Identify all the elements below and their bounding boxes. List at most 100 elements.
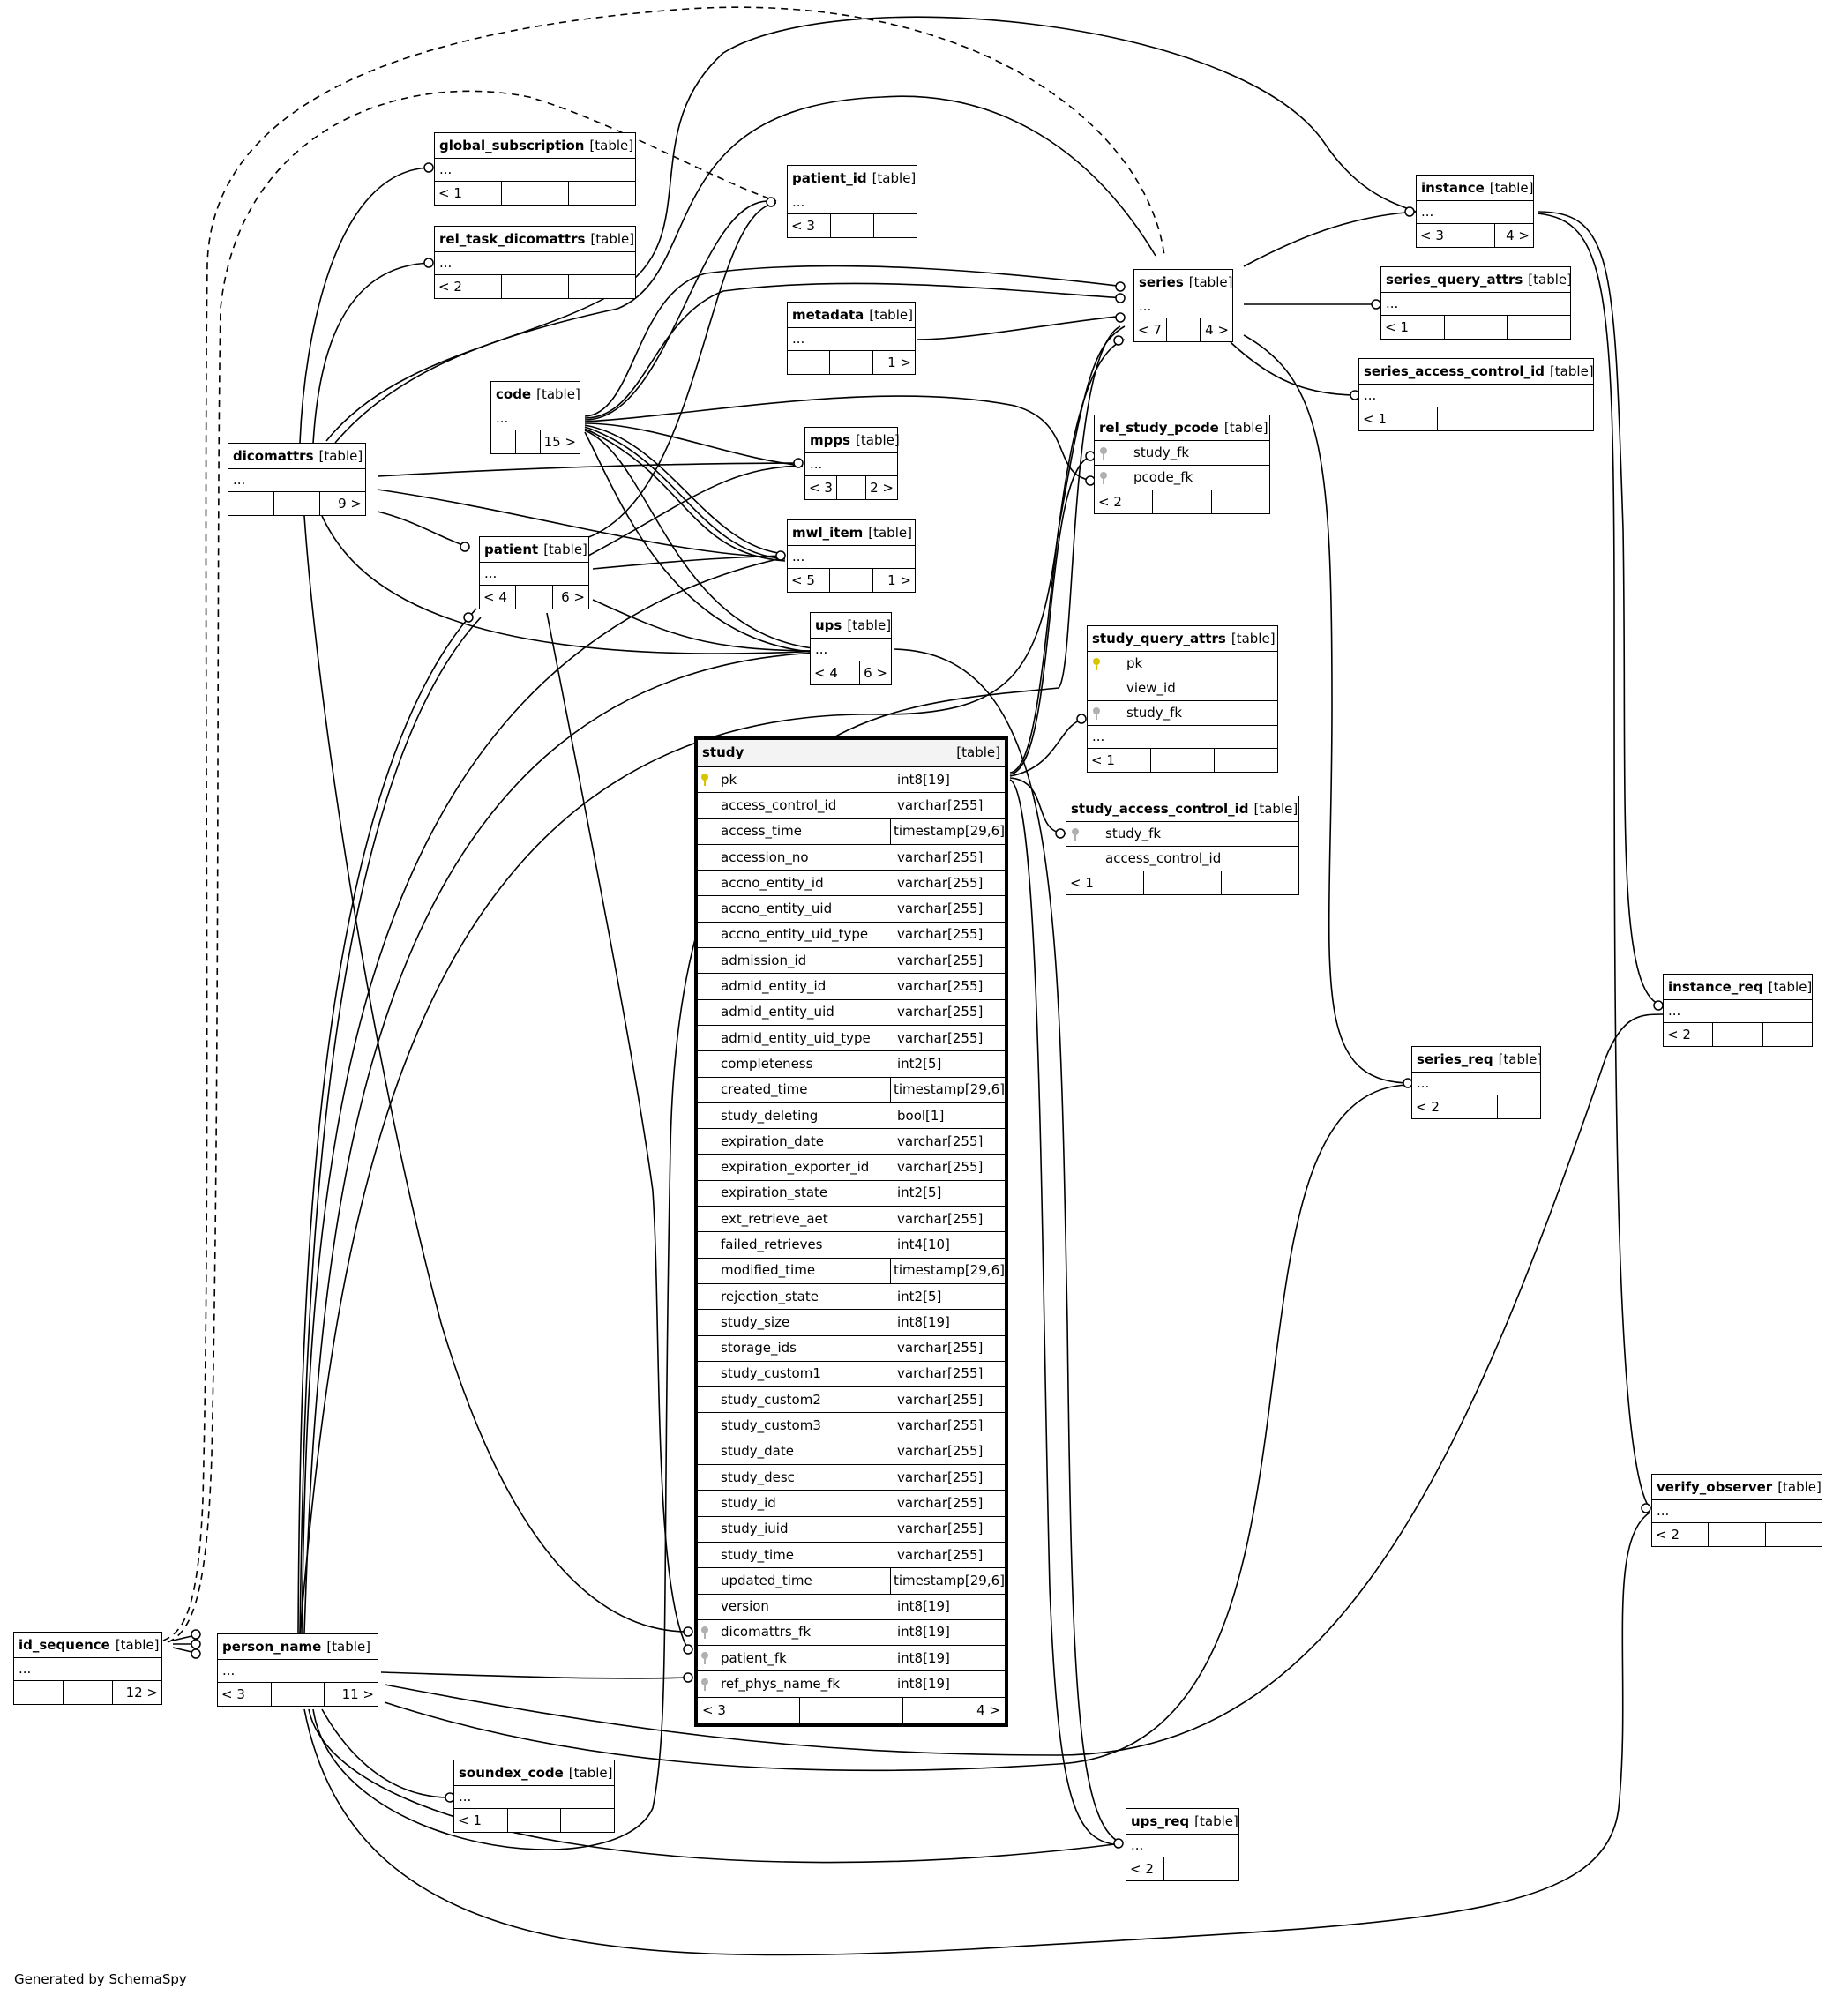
table-rel_study_pcode[interactable]: rel_study_pcode[table] study_fk pcode_fk… <box>1094 415 1270 514</box>
table-study_access_control_id[interactable]: study_access_control_id[table] study_fk … <box>1066 796 1299 895</box>
column-type: varchar[255] <box>897 796 984 813</box>
edge-code-series-a <box>584 265 1126 417</box>
table-ellipsis: ... <box>454 1786 614 1809</box>
foreign-key-icon <box>701 1678 721 1691</box>
table-series_access_control_id[interactable]: series_access_control_id[table] ... < 1 <box>1358 358 1594 431</box>
child-count <box>569 275 635 298</box>
foreign-key-icon <box>1100 446 1118 460</box>
table-study_query_attrs[interactable]: study_query_attrs[table] pk view_id stud… <box>1087 625 1278 773</box>
table-name: mwl_item <box>792 524 864 541</box>
table-ellipsis: ... <box>811 639 891 661</box>
column-type: int8[19] <box>897 1313 950 1330</box>
child-count <box>1222 871 1298 894</box>
table-tag: [table] <box>543 541 587 557</box>
empty-cell <box>502 182 569 205</box>
parent-count <box>14 1681 64 1704</box>
column-name-cell: study_deleting <box>698 1102 894 1129</box>
edge-dicomattrs-series <box>334 95 1156 444</box>
column-type: varchar[255] <box>897 1546 984 1563</box>
empty-cell <box>830 569 873 592</box>
child-count: 1 > <box>887 572 911 588</box>
table-code[interactable]: code[table] ... 15 > <box>490 381 580 454</box>
table-series_query_attrs[interactable]: series_query_attrs[table] ... < 1 <box>1380 266 1572 340</box>
column-row: version int8[19] <box>698 1594 1005 1620</box>
table-ellipsis: ... <box>788 546 915 569</box>
edge-series-series_access_control_id <box>1230 341 1359 396</box>
foreign-key-icon <box>1100 471 1118 484</box>
parent-count: < 1 <box>1088 749 1151 772</box>
column-type: int2[5] <box>897 1055 942 1072</box>
table-tag: [table] <box>589 137 634 153</box>
parent-count: < 1 <box>1359 407 1438 430</box>
empty-cell <box>1151 749 1215 772</box>
table-tag: [table] <box>1498 1050 1543 1067</box>
column-type: int8[19] <box>897 1624 950 1641</box>
empty-cell <box>508 1809 562 1832</box>
table-tag: [table] <box>536 385 580 402</box>
empty-cell <box>842 661 861 684</box>
empty-cell <box>831 214 874 237</box>
table-tag: [table] <box>568 1764 613 1781</box>
edge-patient-ups <box>592 599 821 652</box>
table-tag: [table] <box>872 169 917 186</box>
column-name: view_id <box>1126 680 1176 696</box>
column-type: int8[19] <box>897 1598 950 1615</box>
column-type: varchar[255] <box>897 1210 984 1227</box>
table-metadata[interactable]: metadata[table] ... 1 > <box>787 302 916 375</box>
table-series_req[interactable]: series_req[table] ... < 2 <box>1411 1046 1543 1119</box>
table-rel_task_dicomattrs[interactable]: rel_task_dicomattrs[table] ... < 2 <box>434 226 636 299</box>
edge-person_name-ups_req <box>308 1708 1123 1864</box>
column-name-cell: storage_ids <box>698 1335 894 1361</box>
edge-person_name-patient-a <box>297 608 477 1634</box>
column-row: study_size int8[19] <box>698 1310 1005 1336</box>
child-count: 4 > <box>976 1701 1000 1718</box>
empty-cell <box>1438 407 1516 430</box>
table-ellipsis: ... <box>1664 1000 1812 1023</box>
primary-key-icon <box>701 774 721 787</box>
column-name: study_size <box>721 1313 790 1330</box>
empty-cell <box>800 1697 903 1723</box>
edge-person_name-series <box>299 325 1126 1634</box>
table-instance_req[interactable]: instance_req[table] ... < 2 <box>1663 974 1813 1047</box>
table-soundex_code[interactable]: soundex_code[table] ... < 1 <box>453 1760 615 1833</box>
table-tag: [table] <box>1768 978 1813 995</box>
parent-count: < 1 <box>1381 316 1445 339</box>
foreign-key-icon <box>1093 706 1111 720</box>
column-type: int8[19] <box>897 1649 950 1666</box>
table-dicomattrs[interactable]: dicomattrs[table] ... 9 > <box>228 443 366 516</box>
column-name-cell: study_time <box>698 1542 894 1568</box>
edge-person_name-study-b <box>312 325 1121 1850</box>
table-name: patient <box>484 541 539 557</box>
table-name: instance_req <box>1668 978 1763 995</box>
child-count: 11 > <box>341 1685 375 1702</box>
table-verify_observer[interactable]: verify_observer[table] ... < 2 <box>1651 1474 1822 1547</box>
column-name-cell: failed_retrieves <box>698 1232 894 1258</box>
table-tag: [table] <box>590 230 635 247</box>
column-type: varchar[255] <box>897 1132 984 1149</box>
table-tag: [table] <box>868 524 912 541</box>
edge-person_name-mwl_item <box>301 557 786 1634</box>
edge-patient-patient_id <box>586 202 777 539</box>
empty-cell <box>516 430 541 453</box>
table-global_subscription[interactable]: global_subscription[table] ... < 1 <box>434 132 636 206</box>
table-patient_id[interactable]: patient_id[table] ... < 3 <box>787 165 917 238</box>
table-id_sequence[interactable]: id_sequence[table] ... 12 > <box>13 1632 162 1705</box>
empty-cell <box>64 1681 113 1704</box>
column-name: version <box>721 1598 769 1615</box>
table-ups_req[interactable]: ups_req[table] ... < 2 <box>1126 1808 1239 1881</box>
